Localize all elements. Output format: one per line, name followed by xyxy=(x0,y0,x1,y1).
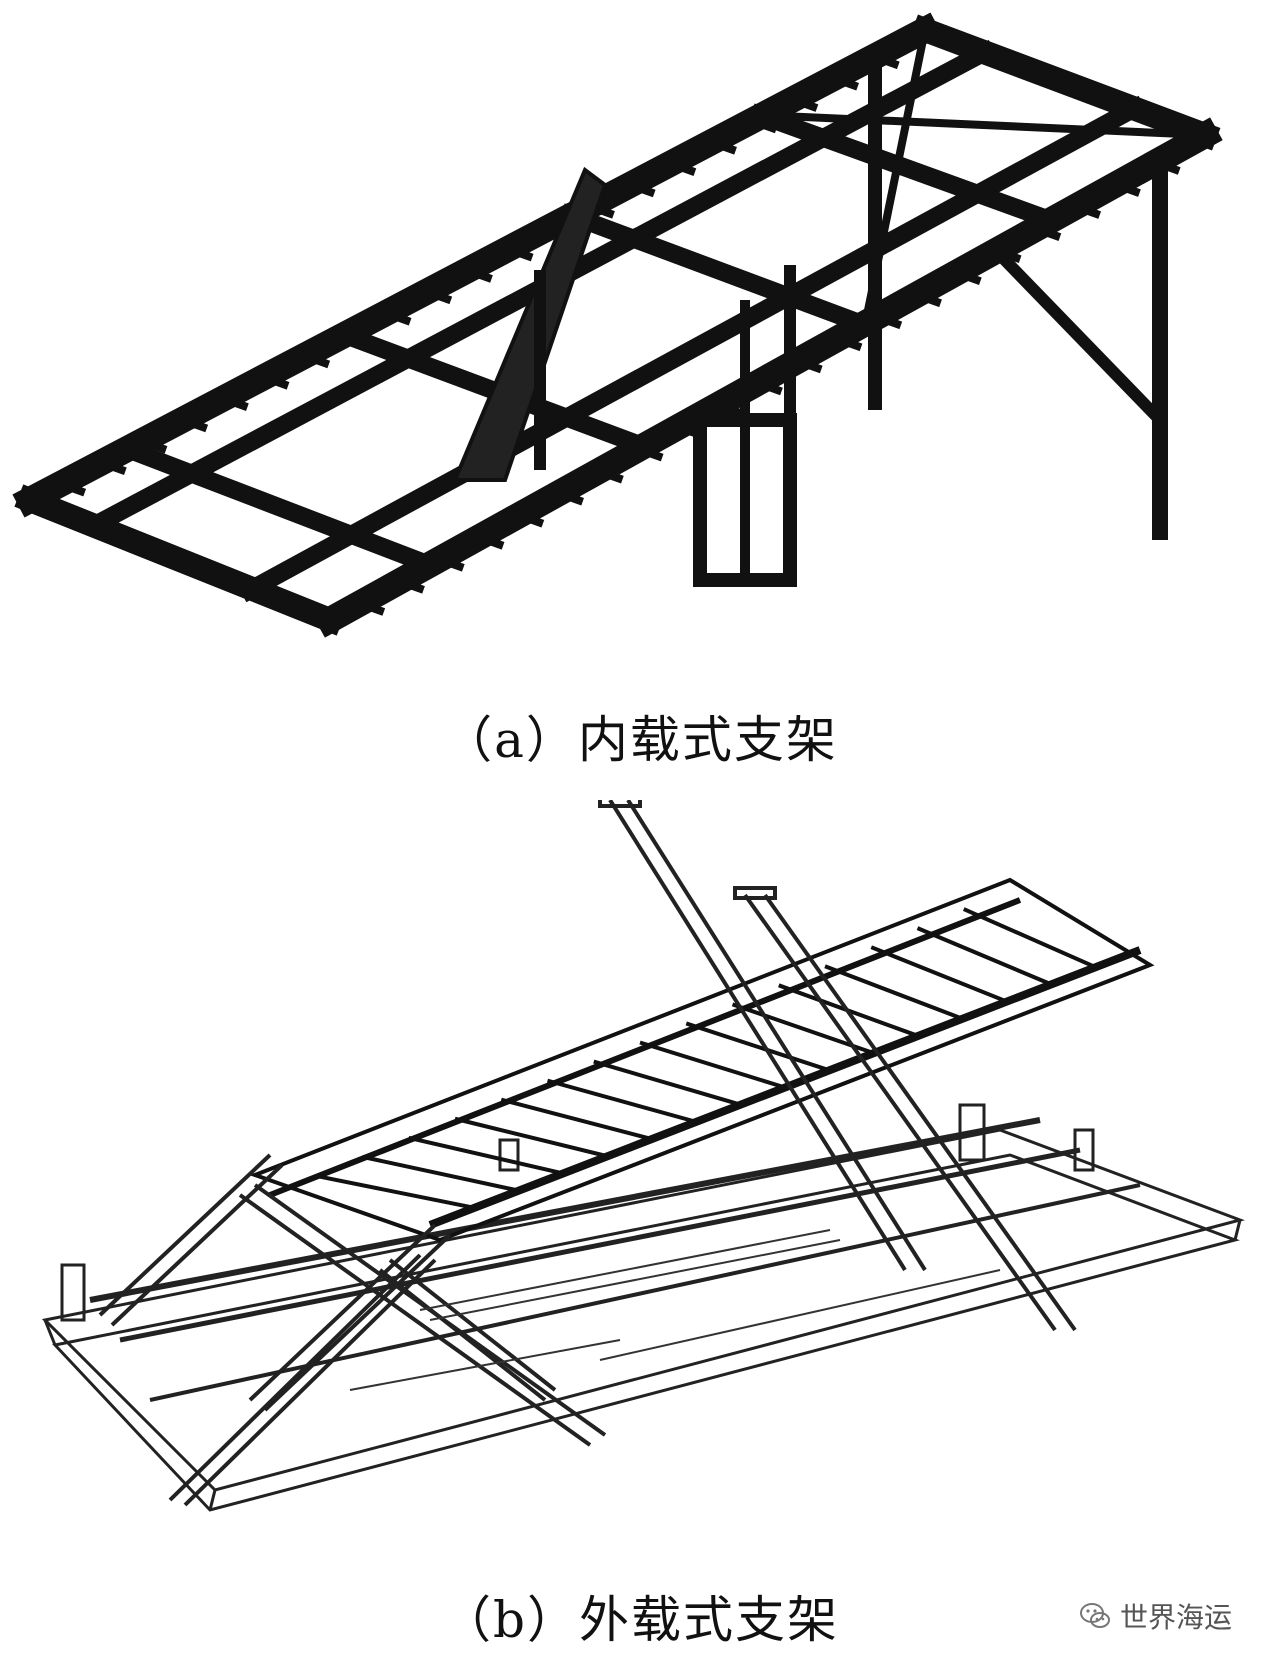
frame-a-slot xyxy=(299,350,331,369)
frame-a-slot xyxy=(791,355,823,374)
frame-a-slot xyxy=(354,598,386,616)
wechat-icon xyxy=(1079,1603,1110,1628)
frame-a-slot xyxy=(421,286,453,305)
frame-a-slot xyxy=(831,333,863,352)
frame-a-slot xyxy=(665,158,697,176)
frame-b-rung xyxy=(870,945,1008,1004)
frame-a-legs xyxy=(451,60,1168,587)
frame-a-slot xyxy=(828,72,859,91)
frame-a-slot xyxy=(624,179,656,198)
frame-b-rung xyxy=(315,1173,475,1210)
frame-a-slot xyxy=(433,554,465,572)
frame-b-rung xyxy=(454,1116,608,1159)
frame-a-slot xyxy=(177,414,209,433)
frame-b-details xyxy=(349,1229,1001,1391)
frame-a-slot xyxy=(553,487,584,506)
frame-a-slot xyxy=(502,243,534,262)
frame-a-slot xyxy=(868,51,900,70)
frame-b-rung xyxy=(685,1021,830,1073)
frame-a-slot xyxy=(1030,223,1062,241)
frame-a-slot xyxy=(136,436,168,454)
frame-a-slot xyxy=(632,443,664,462)
watermark: 世界海运 xyxy=(1078,1596,1232,1636)
frame-b-rung xyxy=(362,1154,520,1193)
watermark-text: 世界海运 xyxy=(1119,1601,1232,1634)
frame-a-slot xyxy=(1110,179,1141,197)
frame-b-rung xyxy=(593,1059,742,1107)
frame-a-slots xyxy=(55,51,1181,616)
frame-a-slot xyxy=(706,137,737,155)
frame-a-slot xyxy=(712,399,744,418)
frame-b-rung xyxy=(824,964,964,1021)
frame-a-slot xyxy=(951,267,982,286)
frame-a-slot xyxy=(394,576,425,594)
frame-a-slot xyxy=(96,457,127,476)
figure-a-caption: （a）内载式支架 xyxy=(442,711,838,769)
external-loading-frame-drawing xyxy=(41,800,1245,1512)
frame-a-slot xyxy=(55,478,87,497)
frame-a-slot xyxy=(911,289,942,308)
frame-a-slot xyxy=(746,115,778,134)
internal-loading-frame-drawing xyxy=(12,12,1223,638)
figure-b-caption: （b）外载式支架 xyxy=(440,1591,839,1649)
frame-b-rung xyxy=(408,1135,564,1176)
frame-b-rung xyxy=(916,926,1053,987)
frame-b-rungs xyxy=(315,907,1097,1210)
frame-a-slot xyxy=(1070,201,1102,219)
frame-a-slot xyxy=(513,510,545,528)
frame-a-slot xyxy=(462,265,493,283)
frame-a-slot xyxy=(218,393,249,411)
frame-a-slot xyxy=(473,532,505,550)
frame-a-slot xyxy=(787,94,819,112)
frame-a-slot xyxy=(340,329,371,347)
frame-b-rung xyxy=(546,1078,697,1124)
frame-a-slot xyxy=(752,377,783,396)
frame-a-structure xyxy=(12,12,1223,638)
frame-b-rung xyxy=(500,1097,653,1141)
frame-b-rung xyxy=(962,907,1097,970)
frame-a-slot xyxy=(593,465,624,484)
frame-b-rung xyxy=(639,1040,786,1090)
frame-a-slot xyxy=(380,307,412,326)
frame-b-struts xyxy=(98,800,1077,1507)
frame-a-slot xyxy=(258,372,290,390)
